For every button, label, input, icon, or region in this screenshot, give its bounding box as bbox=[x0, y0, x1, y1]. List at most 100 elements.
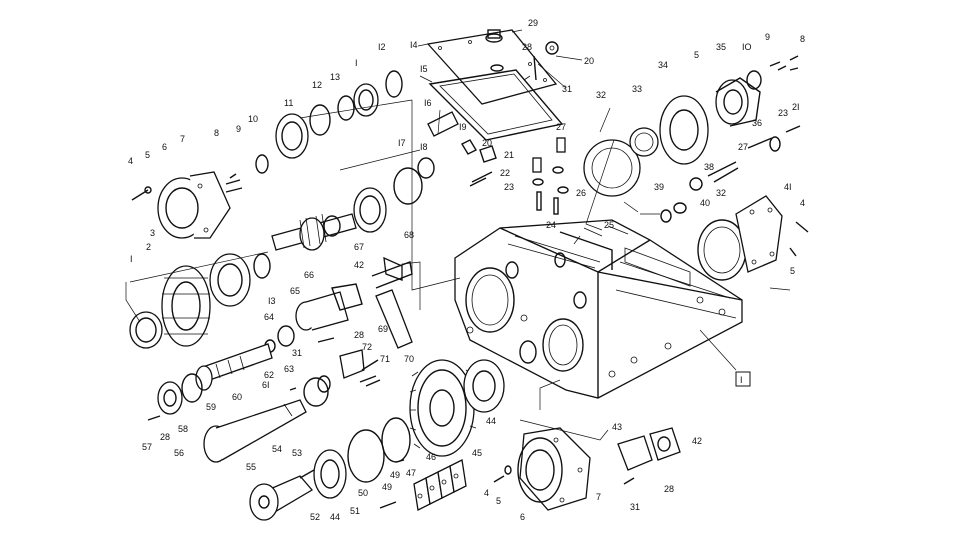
part-label-p28c: 28 bbox=[160, 432, 170, 442]
part-label-p14: I4 bbox=[410, 40, 418, 50]
part-label-p31a: 31 bbox=[562, 84, 572, 94]
part-label-p10a: 10 bbox=[248, 114, 258, 124]
part-label-p42b: 42 bbox=[692, 436, 702, 446]
part-label-p7b: 7 bbox=[596, 492, 601, 502]
part-label-p9b: 9 bbox=[765, 32, 770, 42]
top-cover-gasket bbox=[428, 69, 564, 141]
part-label-p4b: 4 bbox=[800, 198, 805, 208]
part-label-p3: 3 bbox=[150, 228, 155, 238]
part-label-p4c: 4 bbox=[484, 488, 489, 498]
shift-fork-group bbox=[264, 256, 413, 387]
part-label-p71: 71 bbox=[380, 354, 390, 364]
part-label-p57: 57 bbox=[142, 442, 152, 452]
part-label-p13a: 13 bbox=[330, 72, 340, 82]
leader-lines bbox=[125, 29, 791, 441]
part-label-p60: 60 bbox=[232, 392, 242, 402]
lower-shafts bbox=[147, 343, 331, 463]
part-label-p51: 51 bbox=[350, 506, 360, 516]
part-label-p7a: 7 bbox=[180, 134, 185, 144]
part-label-p69: 69 bbox=[378, 324, 388, 334]
part-label-pI: I bbox=[740, 375, 743, 385]
part-label-p55: 55 bbox=[246, 462, 256, 472]
lower-bearing-cover bbox=[493, 427, 591, 511]
part-label-p59: 59 bbox=[206, 402, 216, 412]
part-label-p49a: 49 bbox=[390, 470, 400, 480]
part-label-p70: 70 bbox=[404, 354, 414, 364]
part-label-p18: I8 bbox=[420, 142, 428, 152]
part-label-p28b: 28 bbox=[354, 330, 364, 340]
part-label-p5b: 5 bbox=[694, 50, 699, 60]
part-label-p6a: 6 bbox=[162, 142, 167, 152]
part-label-p27a: 27 bbox=[556, 122, 566, 132]
part-label-p17: I7 bbox=[398, 138, 406, 148]
part-label-p66: 66 bbox=[304, 270, 314, 280]
part-label-p40: 40 bbox=[700, 198, 710, 208]
part-label-p11: 11 bbox=[284, 98, 293, 108]
part-label-p47: 47 bbox=[406, 468, 416, 478]
part-label-p5d: 5 bbox=[496, 496, 501, 506]
part-label-p32a: 32 bbox=[596, 90, 606, 100]
part-label-p4a: 4 bbox=[128, 156, 133, 166]
part-label-p21a: 21 bbox=[504, 150, 514, 160]
part-label-p53: 53 bbox=[292, 448, 302, 458]
part-label-p25: 25 bbox=[604, 220, 614, 230]
part-label-p35: 35 bbox=[716, 42, 726, 52]
part-label-p32b: 32 bbox=[716, 188, 726, 198]
part-label-p43: 43 bbox=[612, 422, 622, 432]
part-label-p21b: 2I bbox=[792, 102, 800, 112]
part-label-p6b: 6 bbox=[520, 512, 525, 522]
part-label-p45: 45 bbox=[472, 448, 482, 458]
part-label-p65: 65 bbox=[290, 286, 300, 296]
shim-pack bbox=[413, 459, 467, 511]
part-label-p12b: I2 bbox=[378, 42, 386, 52]
part-label-p2: 2 bbox=[146, 242, 151, 252]
part-label-p20a: 20 bbox=[482, 138, 492, 148]
part-label-p31b: 31 bbox=[292, 348, 302, 358]
part-label-p10b: IO bbox=[742, 42, 752, 52]
part-label-p44a: 44 bbox=[330, 512, 340, 522]
part-label-p49b: 49 bbox=[382, 482, 392, 492]
part-label-p24: 24 bbox=[546, 220, 556, 230]
part-label-p39: 39 bbox=[654, 182, 664, 192]
part-label-p56: 56 bbox=[174, 448, 184, 458]
part-label-p42a: 42 bbox=[354, 260, 364, 270]
left-input-assembly bbox=[131, 70, 435, 239]
part-label-p27b: 27 bbox=[738, 142, 748, 152]
part-label-p44b: 44 bbox=[486, 416, 496, 426]
gearbox-housing bbox=[454, 219, 743, 399]
shifter-parts bbox=[427, 41, 569, 215]
part-label-p68: 68 bbox=[404, 230, 414, 240]
part-label-p22: 22 bbox=[500, 168, 510, 178]
part-label-p52: 52 bbox=[310, 512, 320, 522]
part-label-p34: 34 bbox=[658, 60, 668, 70]
part-label-p31c: 31 bbox=[630, 502, 640, 512]
part-label-p8a: 8 bbox=[214, 128, 219, 138]
gear-bearing bbox=[463, 359, 505, 413]
part-label-p5c: 5 bbox=[790, 266, 795, 276]
part-label-p41: 4I bbox=[784, 182, 792, 192]
part-label-p16: I6 bbox=[424, 98, 432, 108]
part-label-p1a: I bbox=[130, 254, 133, 264]
part-label-p23a: 23 bbox=[504, 182, 514, 192]
part-label-p36: 36 bbox=[752, 118, 762, 128]
left-gear-group bbox=[129, 253, 271, 349]
part-label-p33: 33 bbox=[632, 84, 642, 94]
right-side-cover bbox=[697, 195, 809, 281]
part-label-p72: 72 bbox=[362, 342, 372, 352]
part-label-p26: 26 bbox=[576, 188, 586, 198]
large-spur-gear bbox=[409, 359, 479, 457]
part-label-p46: 46 bbox=[426, 452, 436, 462]
housing-label-box bbox=[735, 371, 751, 387]
part-label-p15: I5 bbox=[420, 64, 428, 74]
right-bearing-housing bbox=[583, 55, 801, 223]
part-label-p28d: 28 bbox=[664, 484, 674, 494]
part-label-p1b: I bbox=[355, 58, 358, 68]
cover-plates bbox=[617, 427, 681, 485]
main-shaft bbox=[271, 213, 357, 251]
part-label-p50: 50 bbox=[358, 488, 368, 498]
part-label-p67: 67 bbox=[354, 242, 364, 252]
part-label-p9a: 9 bbox=[236, 124, 241, 134]
part-label-p8b: 8 bbox=[800, 34, 805, 44]
